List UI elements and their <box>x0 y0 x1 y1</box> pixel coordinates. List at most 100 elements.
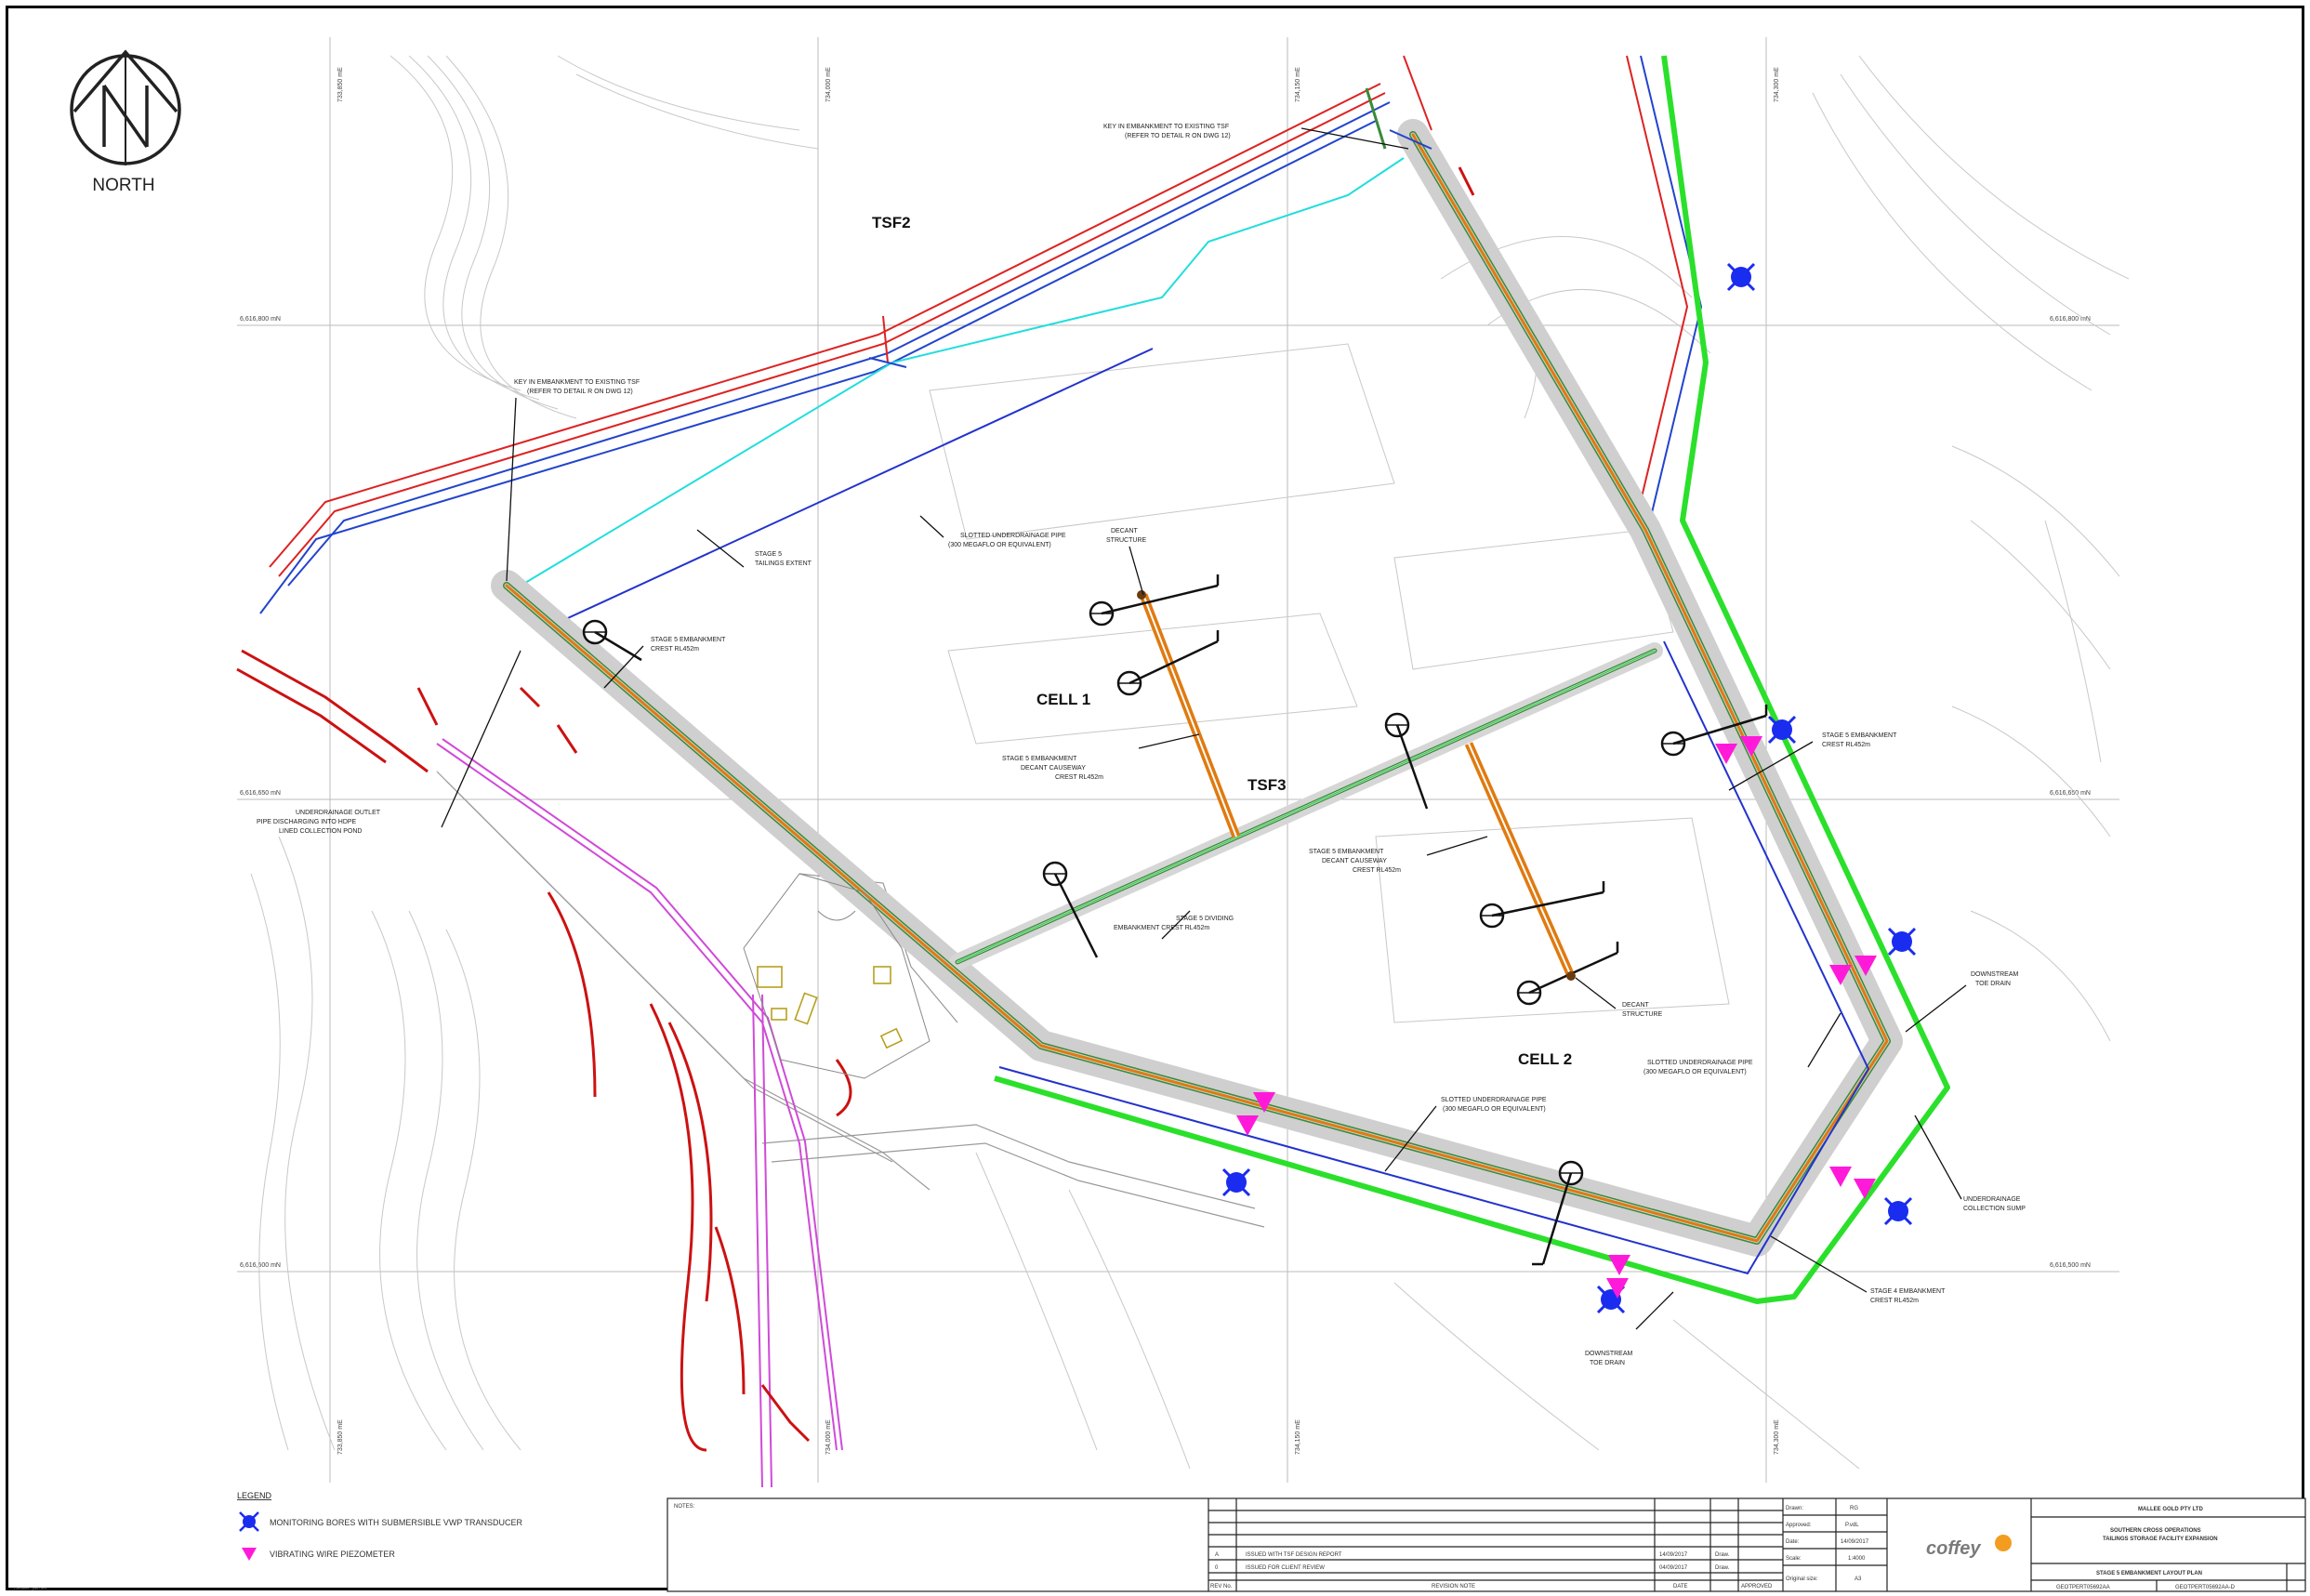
leader-lines <box>441 127 1967 1330</box>
easting-label-3: 734,150 mE <box>1295 67 1301 102</box>
piezometer-icon <box>1829 1167 1852 1187</box>
easting-label-7: 734,150 mE <box>1295 1419 1301 1455</box>
decant-structure-cell1 <box>1137 590 1146 600</box>
note-stage5-crest-right-2: CREST RL452m <box>1822 742 1870 748</box>
section-marker-3 <box>1116 630 1220 696</box>
section-marker-5 <box>1660 705 1768 757</box>
note-causeway-cell2-2: DECANT CAUSEWAY <box>1322 858 1387 864</box>
easting-label-4: 734,300 mE <box>1774 67 1780 102</box>
note-underdrainage-sump-2: COLLECTION SUMP <box>1963 1206 2026 1212</box>
terrain-contours <box>250 55 2130 1470</box>
file-path-footer: Filename / path text <box>14 1586 47 1590</box>
scale-val: 1:4000 <box>1848 1556 1866 1562</box>
note-stage4-crest-1: STAGE 4 EMBANKMENT <box>1870 1288 1946 1295</box>
easting-label-6: 734,000 mE <box>825 1419 832 1455</box>
grid-label-easting: 733,850 mE 734,000 mE 734,150 mE 734,300… <box>337 67 1780 1455</box>
rev-0-by: Draw. <box>1715 1565 1730 1571</box>
piezometer-icon <box>1608 1255 1630 1275</box>
piezometer-icon <box>1854 1179 1876 1199</box>
legend-item-piezometer: VIBRATING WIRE PIEZOMETER <box>270 1550 395 1559</box>
note-causeway-cell1-1: STAGE 5 EMBANKMENT <box>1002 756 1077 762</box>
easting-label-5: 733,850 mE <box>337 1419 344 1455</box>
monitoring-bores <box>1221 262 1917 1314</box>
rev-0-no: 0 <box>1215 1565 1219 1571</box>
note-slotted-bottom-2: (300 MEGAFLO OR EQUIVALENT) <box>1443 1106 1546 1113</box>
note-stage4-crest-2: CREST RL452m <box>1870 1298 1919 1304</box>
legend-item-monitoring-bore: MONITORING BORES WITH SUBMERSIBLE VWP TR… <box>270 1518 523 1527</box>
vibrating-wire-piezometers <box>1236 736 1877 1299</box>
section-marker-4 <box>1384 712 1429 810</box>
note-key-embank-left-2: (REFER TO DETAIL R ON DWG 12) <box>527 389 633 395</box>
monitoring-bore-icon <box>1883 1196 1913 1226</box>
note-slotted-top-2: (300 MEGAFLO OR EQUIVALENT) <box>948 542 1051 548</box>
note-dividing-1: STAGE 5 DIVIDING <box>1176 916 1234 922</box>
monitoring-bore-icon <box>1887 927 1917 956</box>
note-downstream-right-1: DOWNSTREAM <box>1971 971 2019 978</box>
section-marker-6 <box>1042 861 1099 958</box>
drawn-key: Drawn: <box>1786 1506 1803 1511</box>
monitoring-bore-icon <box>1726 262 1756 292</box>
decant-causeways <box>1139 593 1576 978</box>
note-causeway-cell1-2: DECANT CAUSEWAY <box>1021 765 1086 772</box>
company-logo: coffey <box>1926 1538 1981 1559</box>
note-decant-cell2-1: DECANT <box>1622 1002 1650 1009</box>
northing-label-4: 6,616,800 mN <box>2050 316 2091 323</box>
note-causeway-cell2-1: STAGE 5 EMBANKMENT <box>1309 849 1384 855</box>
underdrainage-pipes <box>998 640 1870 1275</box>
zone-label-cell2: CELL 2 <box>1518 1050 1572 1068</box>
note-downstream-bottom-2: TOE DRAIN <box>1590 1360 1625 1366</box>
note-underdrainage-sump-1: UNDERDRAINAGE <box>1963 1196 2021 1203</box>
note-key-embank-top-2: (REFER TO DETAIL R ON DWG 12) <box>1125 133 1231 139</box>
rev-a-no: A <box>1215 1552 1219 1558</box>
monitoring-bore-icon <box>239 1511 259 1532</box>
downstream-toe-drain <box>994 55 1950 1304</box>
coordinate-grid <box>237 37 2119 1483</box>
section-marker-9 <box>1532 1160 1584 1266</box>
haul-roads <box>436 771 1265 1228</box>
date-key: Date: <box>1786 1539 1800 1545</box>
section-marker-2 <box>1089 574 1220 627</box>
note-decant-top-2: STRUCTURE <box>1106 537 1146 544</box>
drawing-title: STAGE 5 EMBANKMENT LAYOUT PLAN <box>2096 1571 2202 1576</box>
zone-label-tsf2: TSF2 <box>872 214 911 231</box>
legend: LEGEND MONITORING BORES WITH SUBMERSIBLE… <box>237 1491 523 1561</box>
piezometer-icon <box>1715 744 1737 764</box>
note-causeway-cell2-3: CREST RL452m <box>1353 867 1401 874</box>
rev-header-approved: APPROVED <box>1741 1584 1773 1589</box>
grid-label-northing: 6,616,800 mN 6,616,650 mN 6,616,500 mN 6… <box>240 316 2091 1269</box>
piezometer-icon <box>1829 965 1852 985</box>
rev-a-desc: ISSUED WITH TSF DESIGN REPORT <box>1246 1552 1342 1558</box>
site-buildings <box>757 966 904 1049</box>
note-stage5-tailings-2: TAILINGS EXTENT <box>755 561 812 567</box>
zone-label-tsf3: TSF3 <box>1247 776 1287 794</box>
tsf2-access-ramp <box>868 87 1475 368</box>
northing-label-1: 6,616,800 mN <box>240 316 281 323</box>
approved-val: P.vdL <box>1845 1523 1859 1528</box>
note-slotted-top-1: SLOTTED UNDERDRAINAGE PIPE <box>960 533 1066 539</box>
north-arrow <box>70 49 181 165</box>
northing-label-3: 6,616,500 mN <box>240 1262 281 1269</box>
piezometer-icon <box>242 1548 257 1561</box>
size-val: A3 <box>1855 1576 1862 1582</box>
easting-label-8: 734,300 mE <box>1774 1419 1780 1455</box>
title-block-text: NOTES: A ISSUED WITH TSF DESIGN REPORT 1… <box>674 1504 2236 1590</box>
northing-label-2: 6,616,650 mN <box>240 790 281 797</box>
zone-label-cell1: CELL 1 <box>1036 691 1090 708</box>
north-label: NORTH <box>92 176 154 195</box>
note-slotted-right-2: (300 MEGAFLO OR EQUIVALENT) <box>1643 1069 1747 1075</box>
piezometer-icon <box>1253 1092 1275 1113</box>
northing-label-6: 6,616,500 mN <box>2050 1262 2091 1269</box>
title-block <box>667 1497 2306 1592</box>
note-downstream-right-2: TOE DRAIN <box>1975 981 2011 987</box>
section-marker-1 <box>582 619 642 662</box>
existing-red-features <box>236 649 852 1452</box>
drawn-val: RG <box>1850 1506 1858 1511</box>
note-slotted-right-1: SLOTTED UNDERDRAINAGE PIPE <box>1647 1060 1753 1066</box>
rev-0-desc: ISSUED FOR CLIENT REVIEW <box>1246 1565 1325 1571</box>
note-stage5-crest-left-2: CREST RL452m <box>651 646 699 653</box>
monitoring-bore-icon <box>1767 715 1797 745</box>
legend-title: LEGEND <box>237 1491 272 1500</box>
piezometer-icon <box>1740 736 1762 757</box>
note-key-embank-left-1: KEY IN EMBANKMENT TO EXISTING TSF <box>514 379 640 386</box>
